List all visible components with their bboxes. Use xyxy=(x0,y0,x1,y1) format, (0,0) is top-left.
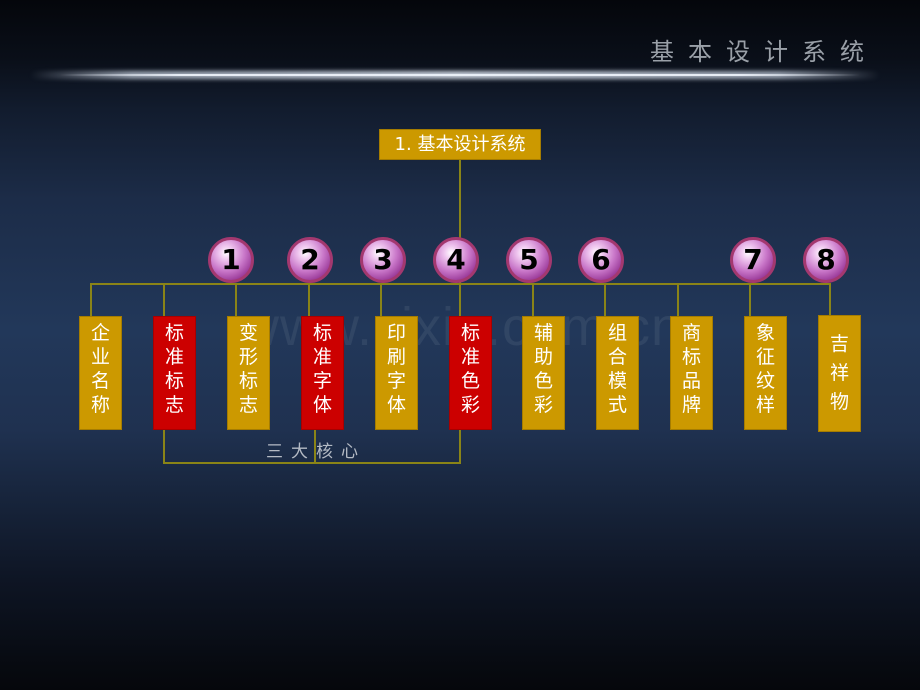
item-char: 征 xyxy=(755,346,775,368)
drop-line xyxy=(380,283,382,316)
item-char: 辅 xyxy=(533,322,553,344)
number-badge-5: 5 xyxy=(506,237,552,283)
item-mascot: 吉 祥 物 xyxy=(818,315,861,432)
item-auxiliary-color: 辅 助 色 彩 xyxy=(522,316,565,430)
item-variant-logo: 变 形 标 志 xyxy=(227,316,270,430)
item-char: 模 xyxy=(607,370,627,392)
core-group-label: 三大核心 xyxy=(266,442,366,462)
item-char: 商 xyxy=(681,322,701,344)
drop-line xyxy=(677,283,679,316)
item-char: 变 xyxy=(238,322,258,344)
header-divider xyxy=(60,74,860,76)
drop-line xyxy=(532,283,534,316)
number-badge-1: 1 xyxy=(208,237,254,283)
number-badge-2: 2 xyxy=(287,237,333,283)
item-char: 彩 xyxy=(533,394,553,416)
number-badge-4: 4 xyxy=(433,237,479,283)
item-char: 象 xyxy=(755,322,775,344)
item-char: 体 xyxy=(312,394,332,416)
drop-line xyxy=(308,283,310,316)
item-char: 印 xyxy=(386,322,406,344)
item-char: 组 xyxy=(607,322,627,344)
drop-line xyxy=(90,283,92,316)
item-char: 纹 xyxy=(755,370,775,392)
item-print-font: 印 刷 字 体 xyxy=(375,316,418,430)
root-node: 1. 基本设计系统 xyxy=(379,129,541,160)
item-symbolic-pattern: 象 征 纹 样 xyxy=(744,316,787,430)
item-trademark-brand: 商 标 品 牌 xyxy=(670,316,713,430)
item-char: 志 xyxy=(238,394,258,416)
item-char: 企 xyxy=(90,322,110,344)
item-char: 标 xyxy=(164,322,184,344)
number-badge-7: 7 xyxy=(730,237,776,283)
drop-line xyxy=(749,283,751,316)
number-badge-3: 3 xyxy=(360,237,406,283)
item-char: 标 xyxy=(164,370,184,392)
item-combination-mode: 组 合 模 式 xyxy=(596,316,639,430)
header-title: 基本设计系统 xyxy=(650,38,878,66)
item-company-name: 企 业 名 称 xyxy=(79,316,122,430)
drop-line xyxy=(604,283,606,316)
core-bracket-mid xyxy=(314,429,316,464)
item-char: 标 xyxy=(681,346,701,368)
item-char: 样 xyxy=(755,394,775,416)
item-standard-font: 标 准 字 体 xyxy=(301,316,344,430)
drop-line xyxy=(829,283,831,315)
drop-line xyxy=(459,283,461,316)
item-char: 业 xyxy=(90,346,110,368)
item-char: 名 xyxy=(90,370,110,392)
item-char: 色 xyxy=(460,370,480,392)
item-char: 形 xyxy=(238,346,258,368)
item-char: 物 xyxy=(829,391,849,413)
item-char: 体 xyxy=(386,394,406,416)
item-char: 牌 xyxy=(681,394,701,416)
item-char: 字 xyxy=(312,370,332,392)
item-char: 标 xyxy=(312,322,332,344)
item-char: 字 xyxy=(386,370,406,392)
item-char: 标 xyxy=(238,370,258,392)
item-char: 准 xyxy=(312,346,332,368)
core-bracket-right xyxy=(459,429,461,464)
core-bracket-bottom xyxy=(163,462,461,464)
item-char: 祥 xyxy=(829,362,849,384)
number-badge-8: 8 xyxy=(803,237,849,283)
item-char: 准 xyxy=(164,346,184,368)
item-char: 刷 xyxy=(386,346,406,368)
item-char: 吉 xyxy=(829,333,849,355)
item-char: 色 xyxy=(533,370,553,392)
item-char: 志 xyxy=(164,394,184,416)
drop-line xyxy=(235,283,237,316)
root-stem xyxy=(459,160,461,284)
number-badge-6: 6 xyxy=(578,237,624,283)
item-standard-logo: 标 准 标 志 xyxy=(153,316,196,430)
item-char: 助 xyxy=(533,346,553,368)
drop-line xyxy=(163,283,165,316)
core-bracket-left xyxy=(163,429,165,464)
item-standard-color: 标 准 色 彩 xyxy=(449,316,492,430)
item-char: 彩 xyxy=(460,394,480,416)
item-char: 准 xyxy=(460,346,480,368)
item-char: 称 xyxy=(90,394,110,416)
item-char: 合 xyxy=(607,346,627,368)
item-char: 式 xyxy=(607,394,627,416)
item-char: 标 xyxy=(460,322,480,344)
item-char: 品 xyxy=(681,370,701,392)
